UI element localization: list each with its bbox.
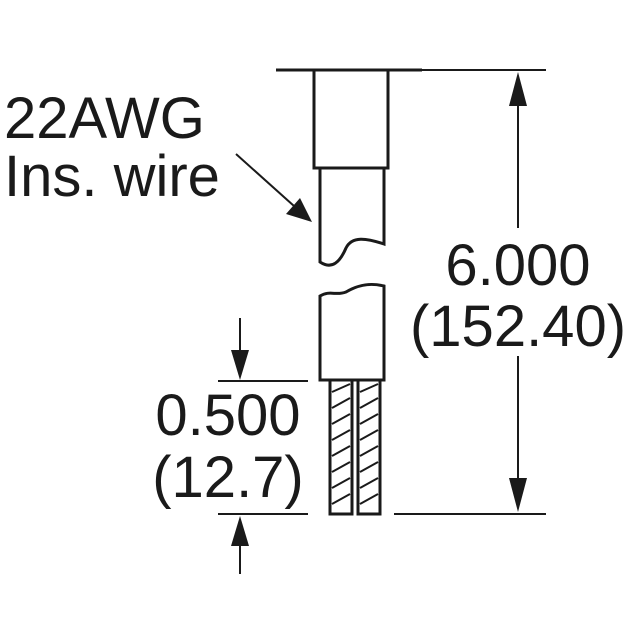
connector-housing (312, 68, 390, 170)
top-connector (276, 68, 422, 170)
wire-callout: 22AWG Ins. wire (4, 86, 312, 222)
upper-wire-segment (318, 168, 386, 267)
length-millimeters: (152.40) (410, 294, 626, 359)
strip-millimeters: (12.7) (152, 445, 304, 510)
strip-dimension: 0.500 (12.7) (152, 318, 308, 574)
callout-arrowhead (286, 198, 312, 222)
length-arrow-up (509, 72, 527, 106)
wire-gauge-label: 22AWG (4, 86, 205, 151)
conductor-left (328, 378, 354, 516)
length-dimension: 6.000 (152.40) (394, 69, 626, 515)
length-arrow-down (509, 478, 527, 512)
lower-wire-insulation (318, 282, 386, 382)
strip-arrow-up (231, 516, 249, 546)
conductor-right-strands (359, 383, 379, 505)
stripped-conductors (328, 378, 382, 516)
strip-arrow-down (231, 350, 249, 380)
strip-inches: 0.500 (155, 383, 300, 448)
conductor-right (356, 378, 382, 516)
callout-leader (235, 153, 295, 207)
length-inches: 6.000 (445, 233, 590, 298)
wire-type-label: Ins. wire (4, 144, 220, 209)
conductor-left-strands (331, 383, 351, 505)
